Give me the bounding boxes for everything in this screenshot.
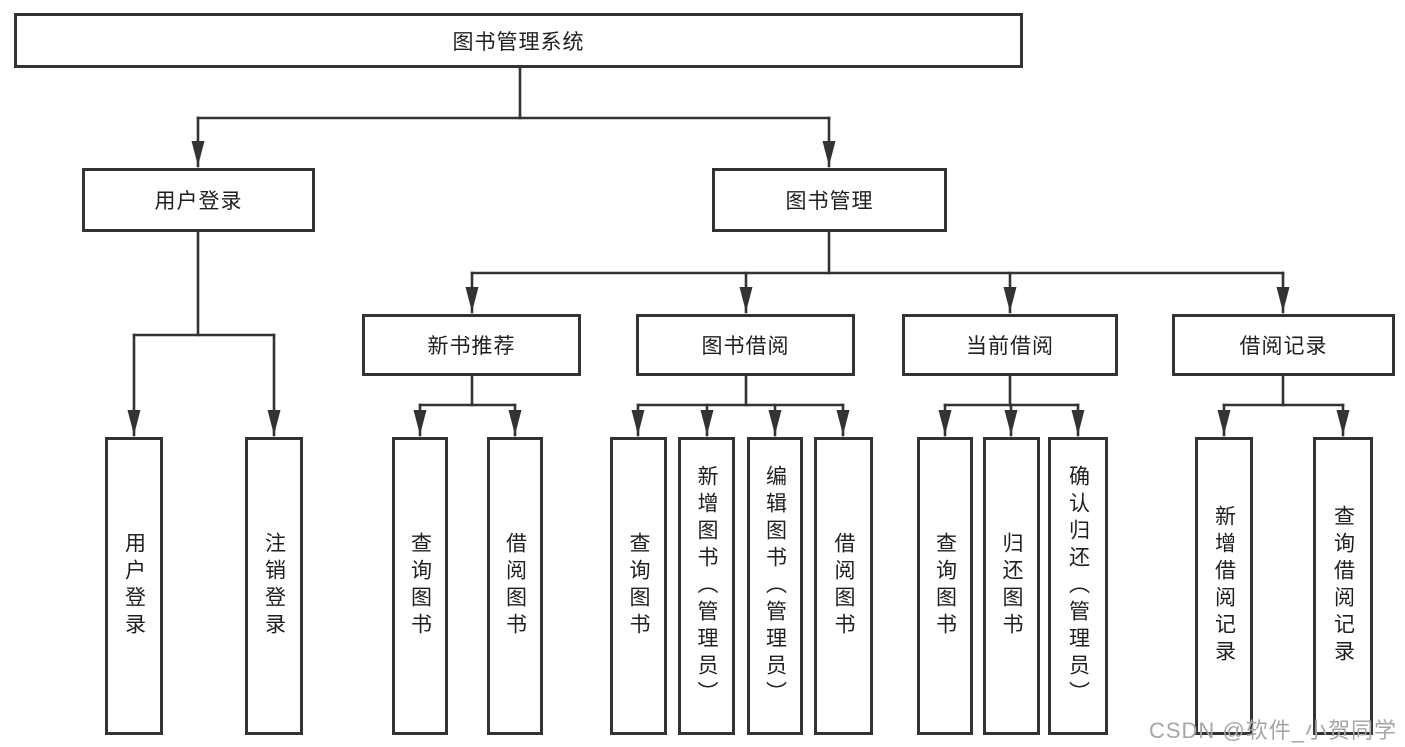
leaf-logout: 注销登录 bbox=[245, 437, 303, 735]
node-label: 查询图书 bbox=[408, 532, 432, 640]
leaf-bb-query-books: 查询图书 bbox=[610, 437, 667, 735]
node-label: 新增借阅记录 bbox=[1212, 505, 1236, 667]
leaf-nb-query-books: 查询图书 bbox=[392, 437, 448, 735]
leaf-cb-return-books: 归还图书 bbox=[983, 437, 1040, 735]
node-label: 图书借阅 bbox=[701, 335, 790, 358]
leaf-br-add-borrow-record: 新增借阅记录 bbox=[1195, 437, 1253, 735]
node-label: 借阅图书 bbox=[832, 532, 855, 640]
leaf-bb-add-book-admin: 新增图书（管理员） bbox=[678, 437, 735, 735]
node-new-book-recommend: 新书推荐 bbox=[362, 314, 581, 376]
node-label: 图书管理 bbox=[785, 190, 874, 213]
node-borrow-records: 借阅记录 bbox=[1172, 314, 1395, 376]
node-label: 查询图书 bbox=[627, 532, 650, 640]
leaf-bb-edit-book-admin: 编辑图书（管理员） bbox=[747, 437, 803, 735]
node-label: 查询图书 bbox=[933, 532, 957, 640]
node-label: 新书推荐 bbox=[427, 335, 516, 358]
leaf-bb-borrow-books: 借阅图书 bbox=[814, 437, 873, 735]
node-label: 用户登录 bbox=[122, 532, 146, 640]
node-label: 注销登录 bbox=[262, 532, 286, 640]
node-book-management-system: 图书管理系统 bbox=[14, 13, 1023, 68]
leaf-user-login: 用户登录 bbox=[105, 437, 163, 735]
leaf-cb-confirm-return-admin: 确认归还（管理员） bbox=[1048, 437, 1108, 735]
node-book-management-group: 图书管理 bbox=[712, 168, 947, 232]
node-label: 归还图书 bbox=[1000, 532, 1023, 640]
node-label: 确认归还（管理员） bbox=[1066, 464, 1090, 708]
leaf-cb-query-books: 查询图书 bbox=[917, 437, 973, 735]
node-label: 新增图书（管理员） bbox=[695, 464, 718, 708]
node-user-login-group: 用户登录 bbox=[82, 168, 315, 232]
node-current-borrow: 当前借阅 bbox=[902, 314, 1118, 376]
watermark: CSDN @软件_小贺同学 bbox=[1148, 718, 1397, 743]
node-label: 编辑图书（管理员） bbox=[763, 464, 787, 708]
leaf-br-query-borrow-record: 查询借阅记录 bbox=[1313, 437, 1373, 735]
node-label: 查询借阅记录 bbox=[1331, 505, 1355, 667]
node-label: 当前借阅 bbox=[966, 335, 1054, 358]
node-label: 借阅记录 bbox=[1239, 335, 1328, 358]
node-label: 借阅图书 bbox=[503, 532, 527, 640]
node-book-borrow: 图书借阅 bbox=[636, 314, 855, 376]
leaf-nb-borrow-books: 借阅图书 bbox=[487, 437, 543, 735]
node-label: 图书管理系统 bbox=[452, 30, 585, 54]
node-label: 用户登录 bbox=[154, 190, 243, 213]
